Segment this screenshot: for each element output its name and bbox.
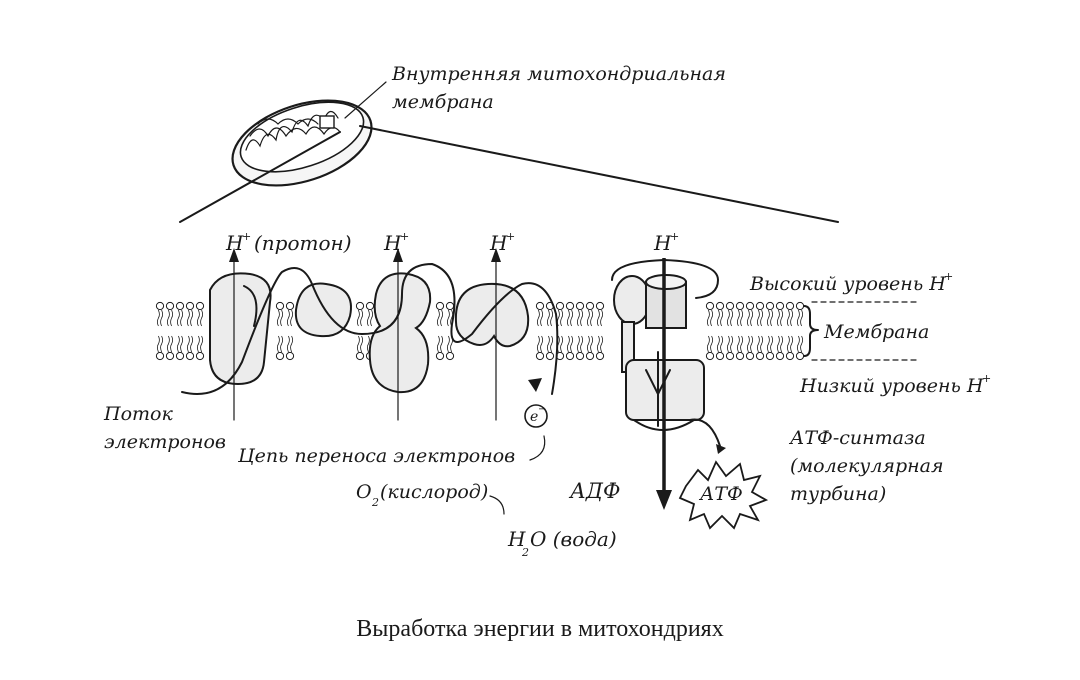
atp-synthase-label-line1: АТФ-синтаза xyxy=(788,427,926,449)
inner-membrane-label-line2: мембрана xyxy=(392,91,494,113)
high-h-plus: + xyxy=(944,270,953,283)
o2-to-h2o-arrow xyxy=(489,495,505,515)
atp-starburst xyxy=(678,460,769,530)
electron-flow-arrowhead xyxy=(528,378,542,392)
h2o-label-suffix: O (вода) xyxy=(530,527,617,551)
h4-plus: + xyxy=(670,230,679,243)
proton-arrows xyxy=(229,248,672,510)
atp-synthase xyxy=(611,259,726,454)
electron-symbol: e − xyxy=(524,404,548,428)
atp-synthase-label-line3: турбина) xyxy=(790,483,886,505)
high-h-label: Высокий уровень H xyxy=(749,273,946,295)
figure-caption: Выработка энергии в митохондриях xyxy=(356,616,724,642)
h-proton-plus: + xyxy=(242,230,251,243)
membrane-bracket xyxy=(803,305,819,357)
zoom-line-right xyxy=(359,125,839,223)
h2-plus: + xyxy=(400,230,409,243)
o2-label-sub: 2 xyxy=(371,496,379,509)
h2o-label-sub: 2 xyxy=(521,546,529,559)
h3-plus: + xyxy=(506,230,515,243)
mitochondrion-illustration xyxy=(231,99,373,187)
h4-symbol: H xyxy=(653,231,672,255)
o2-label-suffix: (кислород) xyxy=(380,481,488,503)
h2-symbol: H xyxy=(383,231,402,255)
electron-sign: − xyxy=(538,404,546,415)
electron-flow-label-line1: Поток xyxy=(103,403,173,425)
membrane-label: Мембрана xyxy=(823,321,929,343)
o2-label-prefix: O xyxy=(356,481,372,503)
h2o-label-prefix: H xyxy=(507,527,526,551)
inner-membrane-pointer xyxy=(344,81,387,119)
h-proton-symbol: H xyxy=(225,231,244,255)
electron-label: e xyxy=(530,409,538,425)
complex-1 xyxy=(209,272,272,386)
low-h-label: Низкий уровень H xyxy=(799,375,984,397)
atp-synthase-label-line2: (молекулярная xyxy=(790,455,944,477)
h3-symbol: H xyxy=(489,231,508,255)
etc-label: Цепь переноса электронов xyxy=(237,445,515,467)
electron-flow-label-line2: электронов xyxy=(104,431,226,453)
zoom-line-left xyxy=(179,131,341,223)
inner-membrane-label-line1: Внутренняя митохондриальная xyxy=(391,63,726,85)
membrane-bilayer xyxy=(155,301,805,361)
electron-to-o2-arrow xyxy=(529,435,546,461)
low-h-plus: + xyxy=(982,372,991,385)
atp-label: АТФ xyxy=(698,483,743,505)
h-proton-label: (протон) xyxy=(254,231,352,255)
electron-flow-path xyxy=(181,263,559,395)
adp-label: АДФ xyxy=(568,479,620,503)
